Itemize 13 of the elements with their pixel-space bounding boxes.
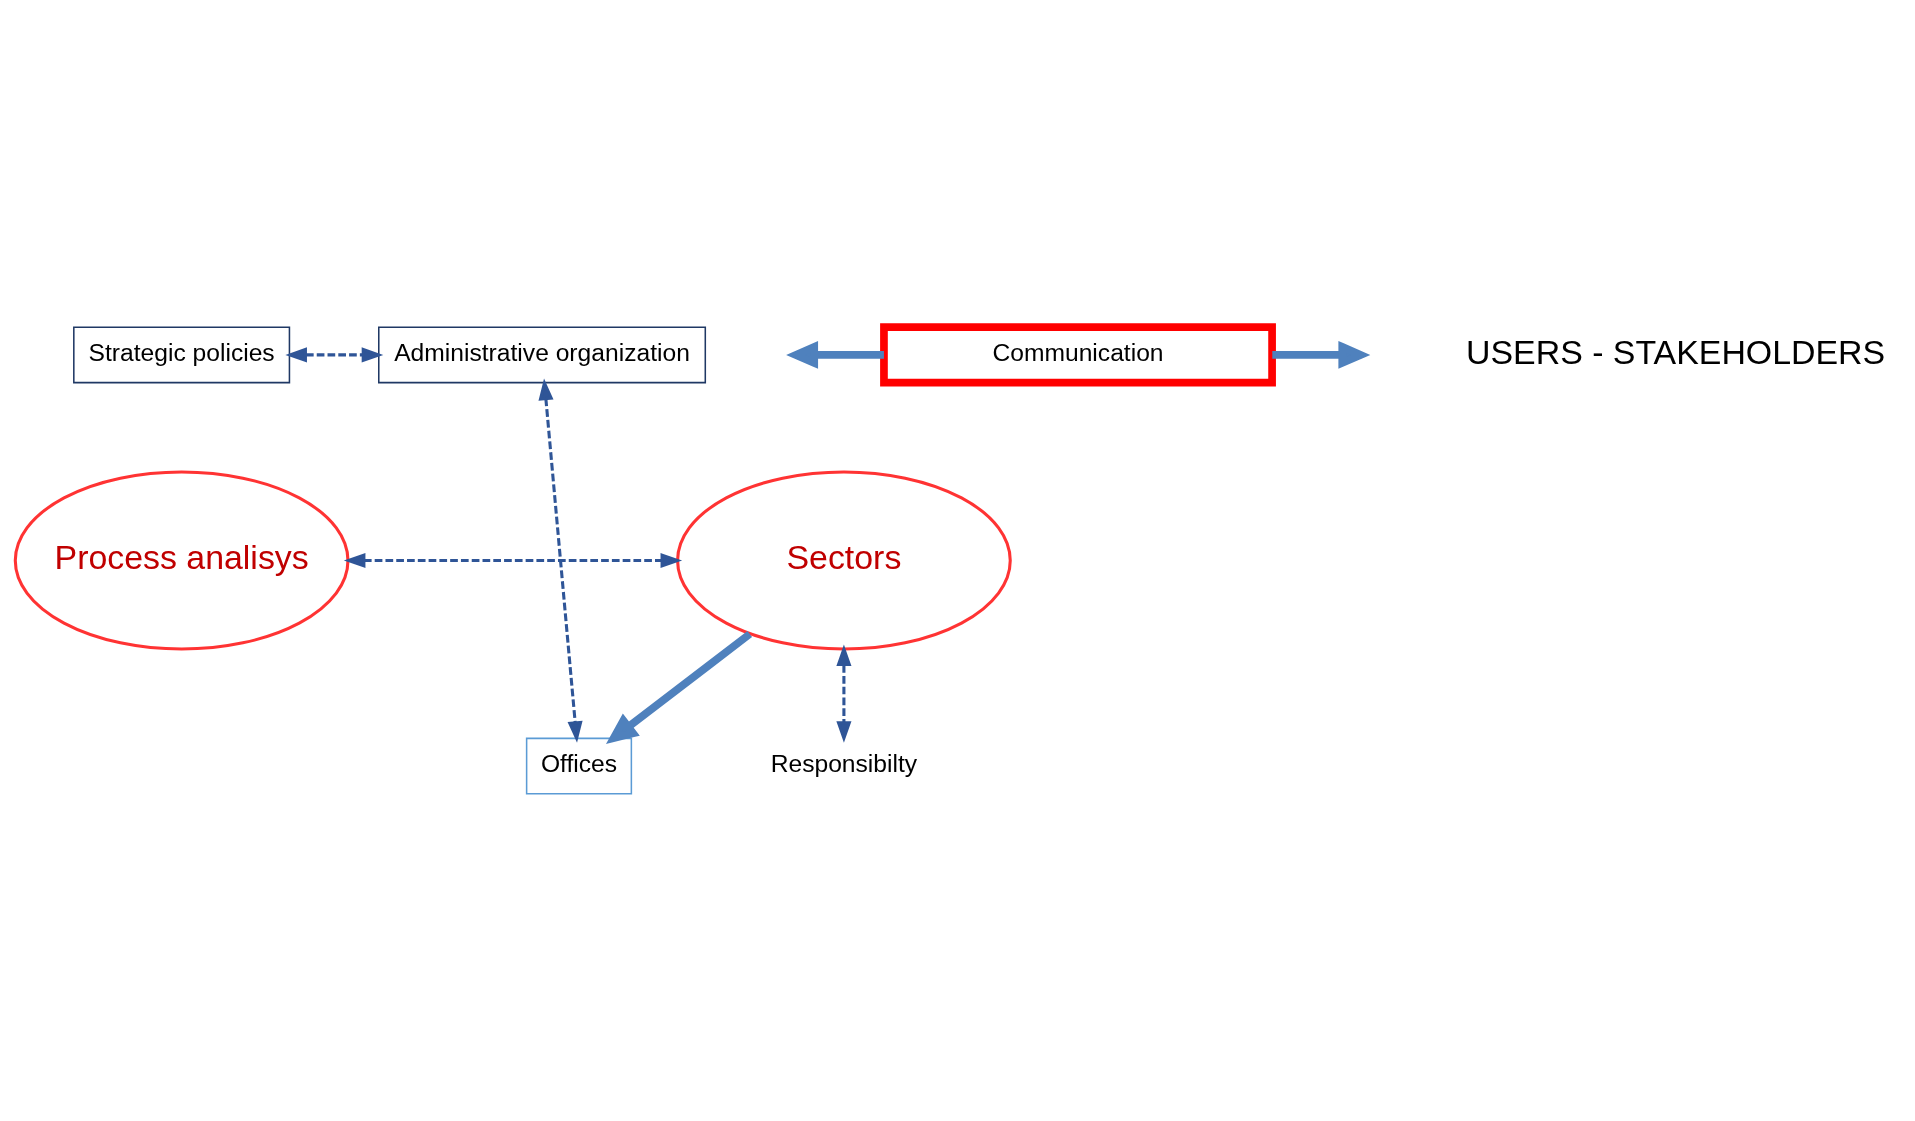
arrow: [836, 644, 852, 743]
arrow: [343, 552, 683, 569]
arrow: [538, 378, 583, 743]
node-box: Administrative organization: [378, 326, 707, 384]
node-ellipse: Sectors: [676, 470, 1012, 651]
arrow: [285, 347, 384, 363]
label: USERS - STAKEHOLDERS: [1466, 332, 1886, 371]
node-box: Communication: [880, 323, 1276, 387]
node-box: Offices: [525, 737, 633, 795]
node-box: Strategic policies: [73, 326, 291, 384]
node-ellipse: Process analisys: [13, 470, 350, 651]
arrow: [606, 630, 753, 744]
node-text: Responsibilty: [770, 749, 918, 777]
